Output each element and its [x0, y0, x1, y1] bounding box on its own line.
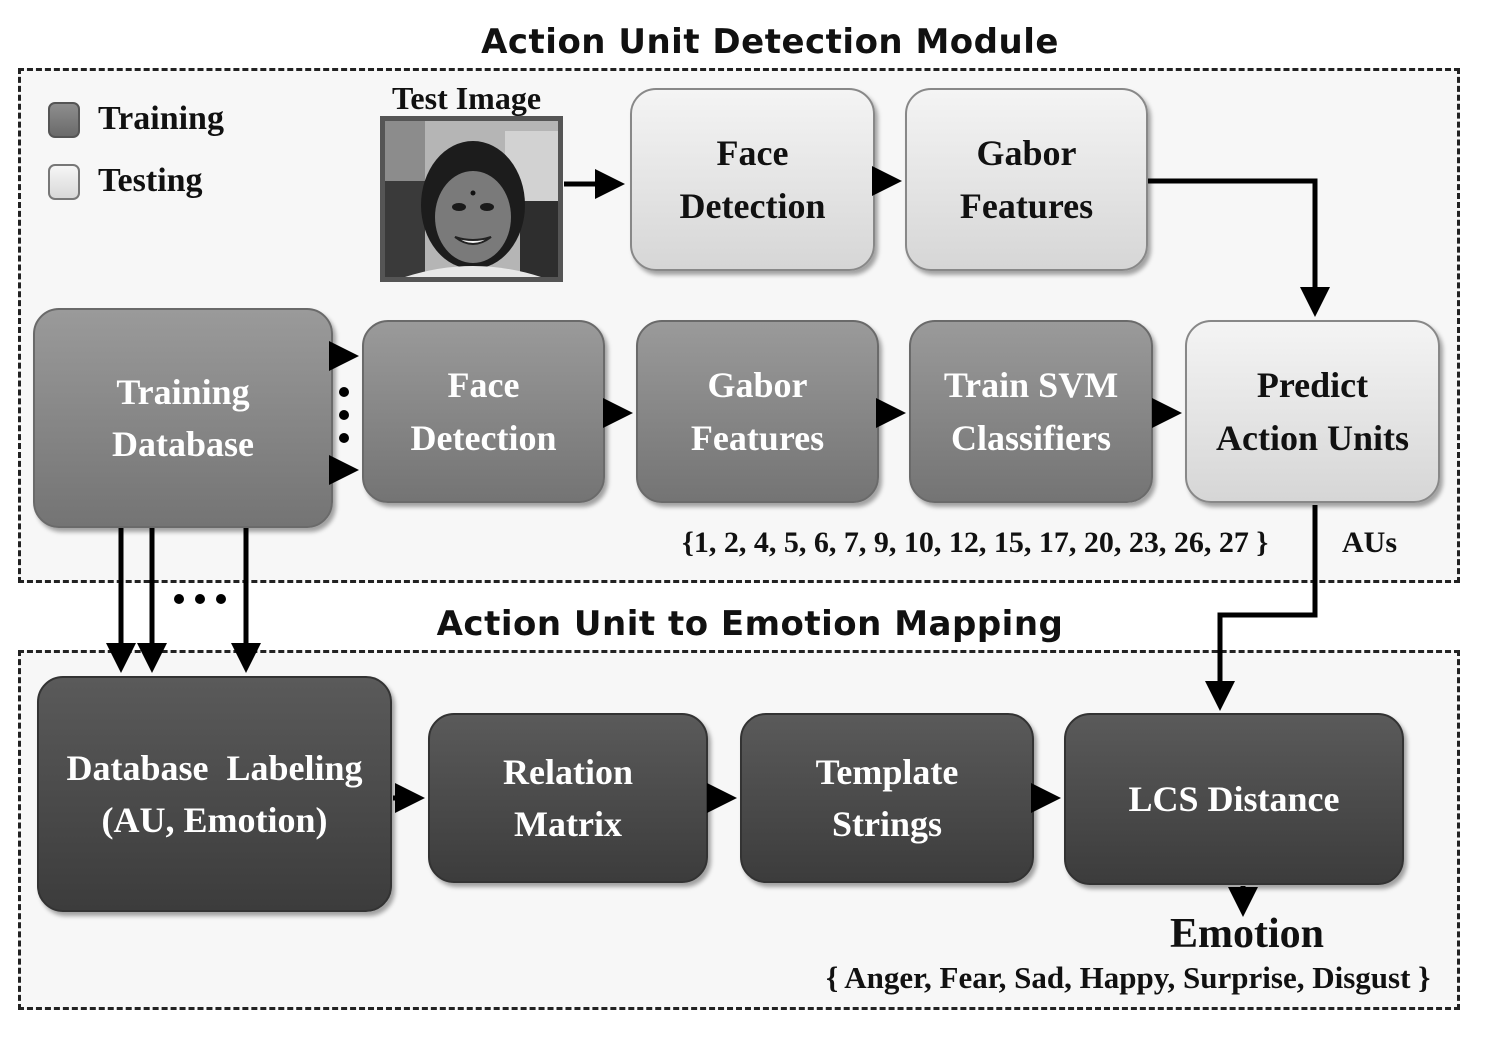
- train-face-detection-box: Face Detection: [362, 320, 605, 503]
- training-database-box: Training Database: [33, 308, 333, 528]
- test-face-image: [380, 116, 563, 282]
- detection-module-title: Action Unit Detection Module: [481, 22, 1059, 62]
- emotion-label: Emotion: [1170, 911, 1325, 957]
- train-svm-line2: Classifiers: [951, 417, 1111, 458]
- template-strings-line1: Template: [815, 751, 959, 792]
- ellipsis-vertical: [339, 387, 349, 443]
- database-labeling-line2: (AU, Emotion): [101, 800, 328, 840]
- predict-action-units-line2: Action Units: [1215, 417, 1409, 458]
- train-face-detection-line2: Detection: [410, 417, 557, 458]
- arrow-gabor-to-predict: [1148, 178, 1330, 317]
- training-database-line1: Training: [116, 371, 250, 412]
- train-gabor-features-box: Gabor Features: [636, 320, 879, 503]
- face-photo-icon: [385, 121, 558, 277]
- mapping-module-title: Action Unit to Emotion Mapping: [380, 604, 1120, 644]
- emotion-set-text: { Anger, Fear, Sad, Happy, Surprise, Dis…: [826, 960, 1431, 995]
- test-image-label: Test Image: [392, 80, 542, 116]
- predict-action-units-line1: Predict: [1256, 365, 1369, 406]
- train-svm-box: Train SVM Classifiers: [909, 320, 1153, 503]
- arrow-predict-to-lcs: [1205, 505, 1318, 711]
- test-gabor-features-line2: Features: [959, 185, 1094, 226]
- train-face-detection-line1: Face: [447, 365, 520, 406]
- legend-training-label: Training: [98, 100, 224, 137]
- legend-testing-swatch: [48, 164, 80, 200]
- test-face-detection-line2: Detection: [679, 185, 826, 226]
- lcs-distance-text: LCS Distance: [1128, 778, 1340, 819]
- test-gabor-features-box: Gabor Features: [905, 88, 1148, 271]
- legend-testing-label: Testing: [98, 162, 203, 199]
- predict-action-units-box: Predict Action Units: [1185, 320, 1440, 503]
- test-gabor-features-line1: Gabor: [976, 133, 1077, 174]
- au-set-text: {1, 2, 4, 5, 6, 7, 9, 10, 12, 15, 17, 20…: [682, 526, 1269, 559]
- relation-matrix-line1: Relation: [503, 751, 633, 792]
- aus-label: AUs: [1342, 526, 1398, 559]
- database-labeling-line1: Database Labeling: [66, 747, 363, 788]
- test-face-detection-line1: Face: [716, 133, 789, 174]
- train-gabor-features-line1: Gabor: [707, 365, 808, 406]
- database-labeling-box: Database Labeling (AU, Emotion): [37, 676, 392, 912]
- train-svm-line1: Train SVM: [943, 365, 1119, 406]
- ellipsis-horizontal: [174, 594, 226, 604]
- relation-matrix-line2: Matrix: [514, 804, 622, 844]
- training-database-line2: Database: [112, 424, 254, 464]
- relation-matrix-box: Relation Matrix: [428, 713, 708, 883]
- train-gabor-features-line2: Features: [690, 417, 825, 458]
- lcs-distance-box: LCS Distance: [1064, 713, 1404, 885]
- legend-training-swatch: [48, 102, 80, 138]
- template-strings-box: Template Strings: [740, 713, 1034, 883]
- template-strings-line2: Strings: [831, 804, 943, 844]
